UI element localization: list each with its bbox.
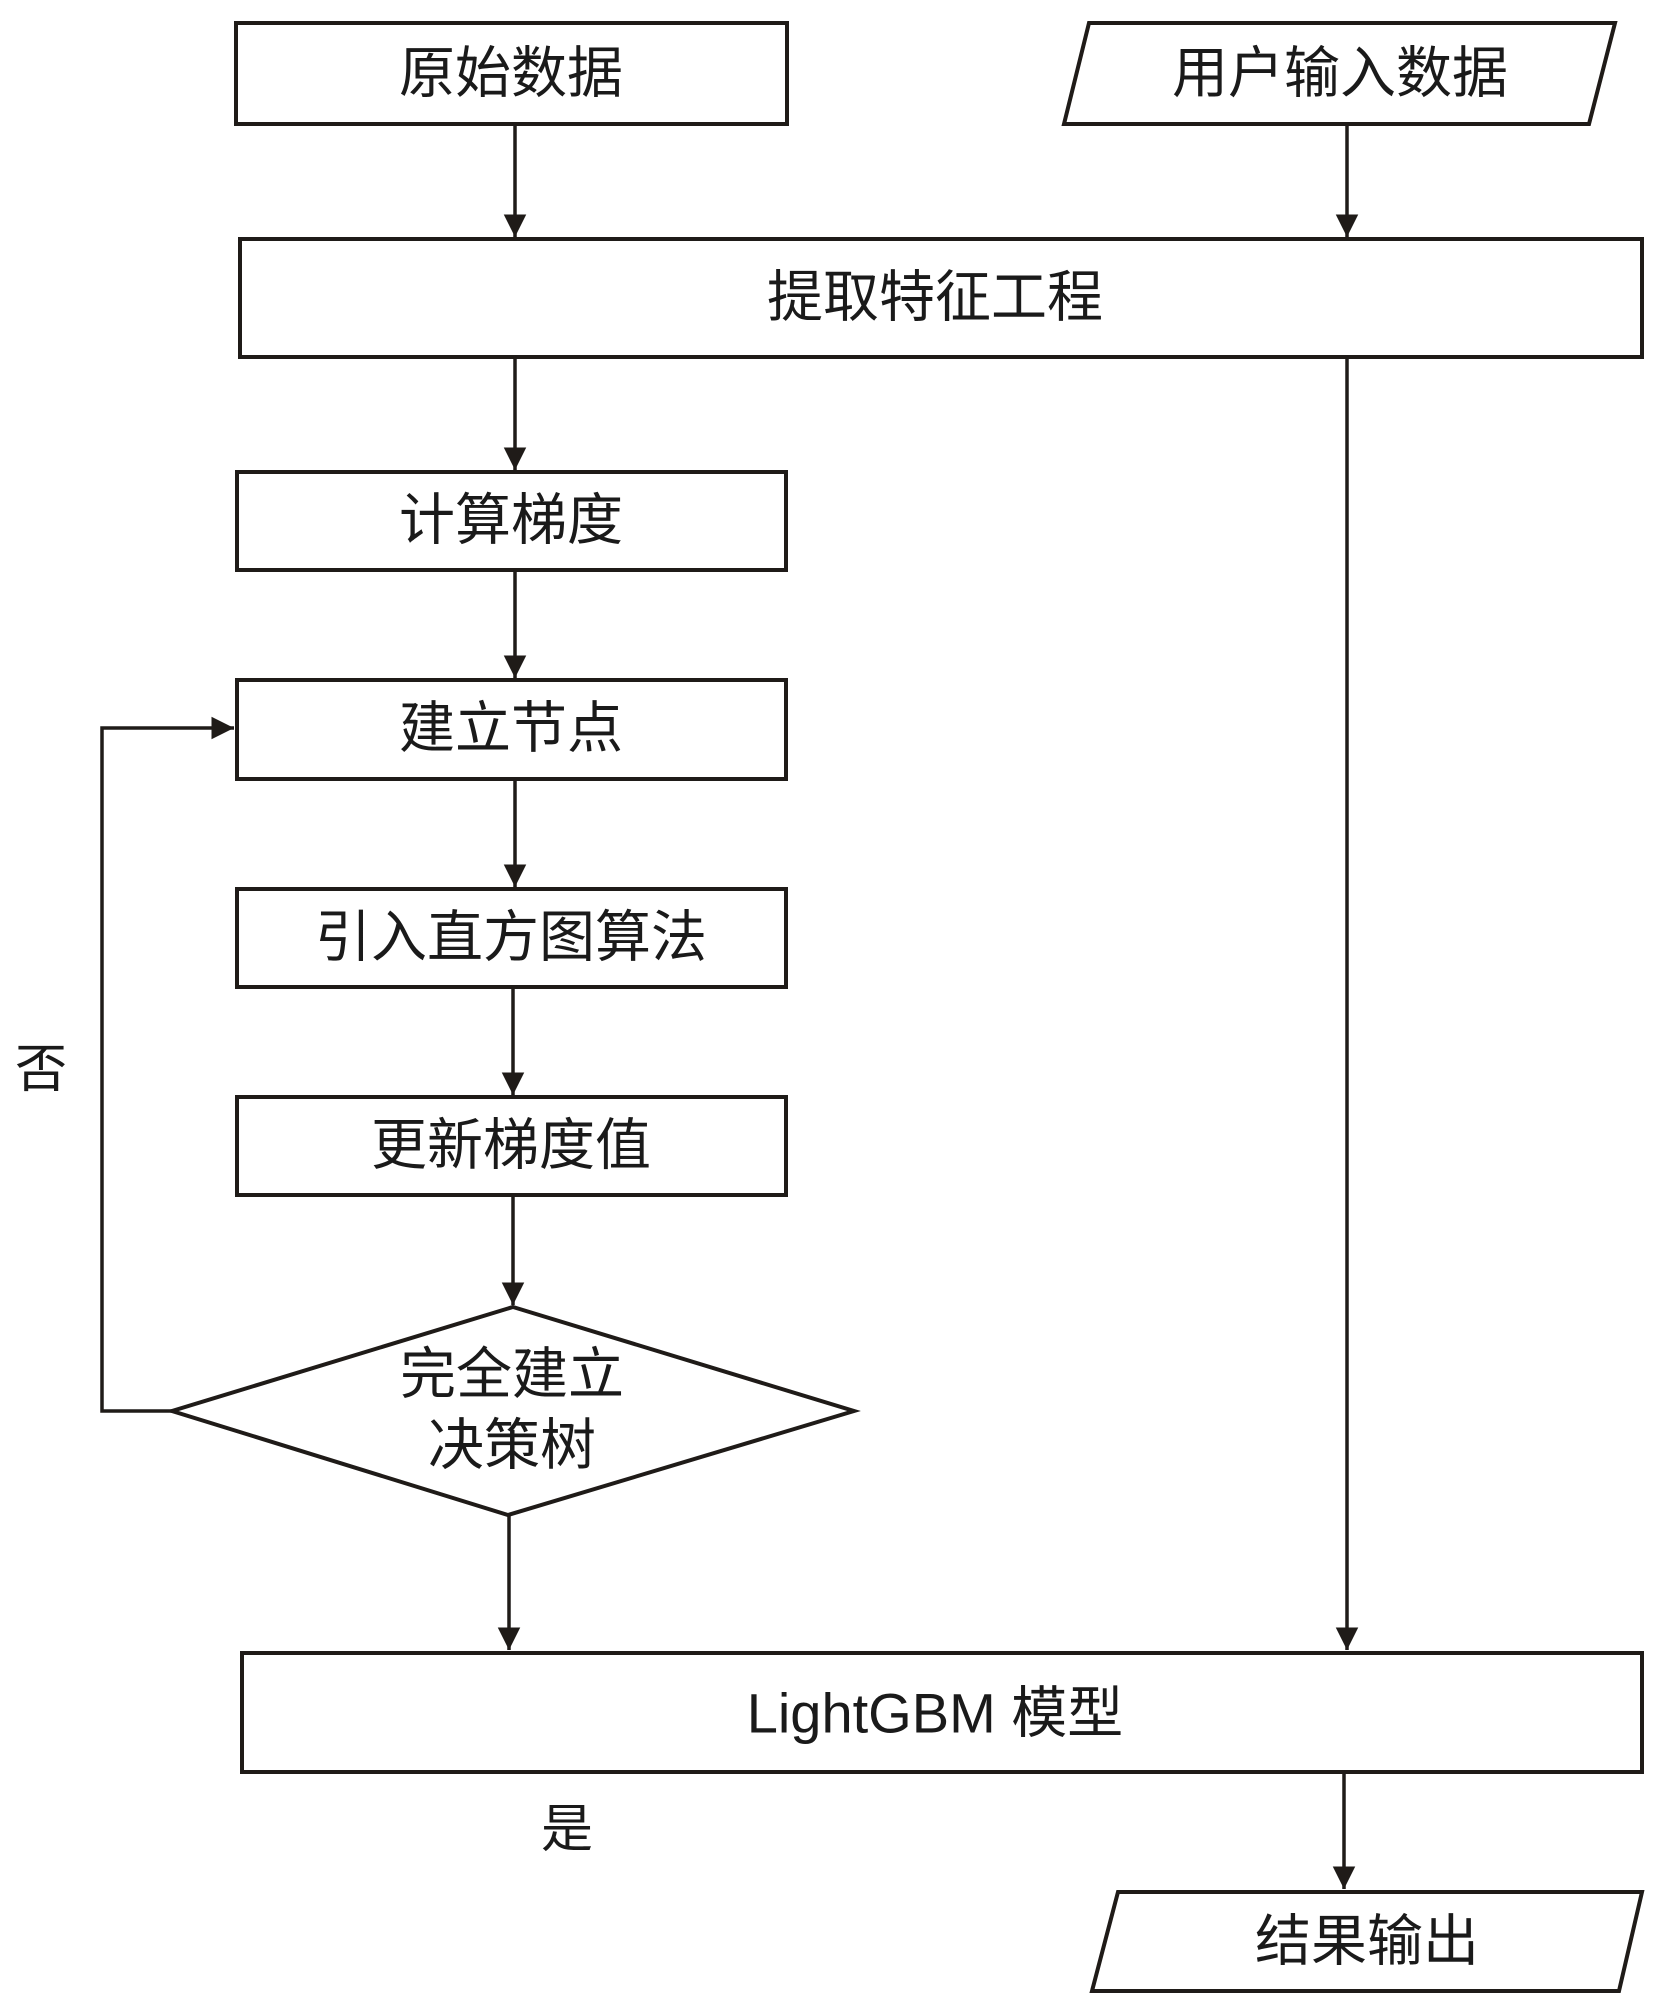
node-result-output-label: 结果输出: [1255, 1910, 1479, 1975]
node-user-input-label: 用户输入数据: [1172, 42, 1508, 107]
node-update-gradient-label: 更新梯度值: [371, 1114, 651, 1179]
node-build-node: 建立节点: [235, 678, 788, 781]
edge-decision-no-loop: [100, 716, 234, 1413]
edge-label-yes: 是: [541, 1800, 593, 1860]
node-decision-label-line1: 完全建立: [400, 1343, 624, 1408]
connectors: [100, 126, 1359, 1889]
node-raw-data: 原始数据: [234, 21, 789, 126]
node-result-output: 结果输出: [1089, 1890, 1645, 1993]
node-histogram: 引入直方图算法: [235, 887, 788, 989]
node-lightgbm-model-label: LightGBM 模型: [747, 1682, 1124, 1745]
node-histogram-label: 引入直方图算法: [315, 906, 707, 971]
node-calc-gradient-label: 计算梯度: [399, 489, 623, 554]
node-decision: 完全建立 决策树: [165, 1304, 861, 1518]
edge-label-no: 否: [15, 1040, 67, 1100]
node-raw-data-label: 原始数据: [399, 42, 623, 107]
node-decision-label-line2: 决策树: [428, 1414, 596, 1479]
node-user-input: 用户输入数据: [1061, 21, 1618, 126]
node-update-gradient: 更新梯度值: [235, 1095, 788, 1197]
node-build-node-label: 建立节点: [399, 697, 623, 762]
node-feature-engineering: 提取特征工程: [238, 237, 1644, 359]
node-calc-gradient: 计算梯度: [235, 470, 788, 572]
node-lightgbm-model: LightGBM 模型: [240, 1651, 1644, 1774]
node-feature-engineering-label: 提取特征工程: [767, 266, 1103, 331]
